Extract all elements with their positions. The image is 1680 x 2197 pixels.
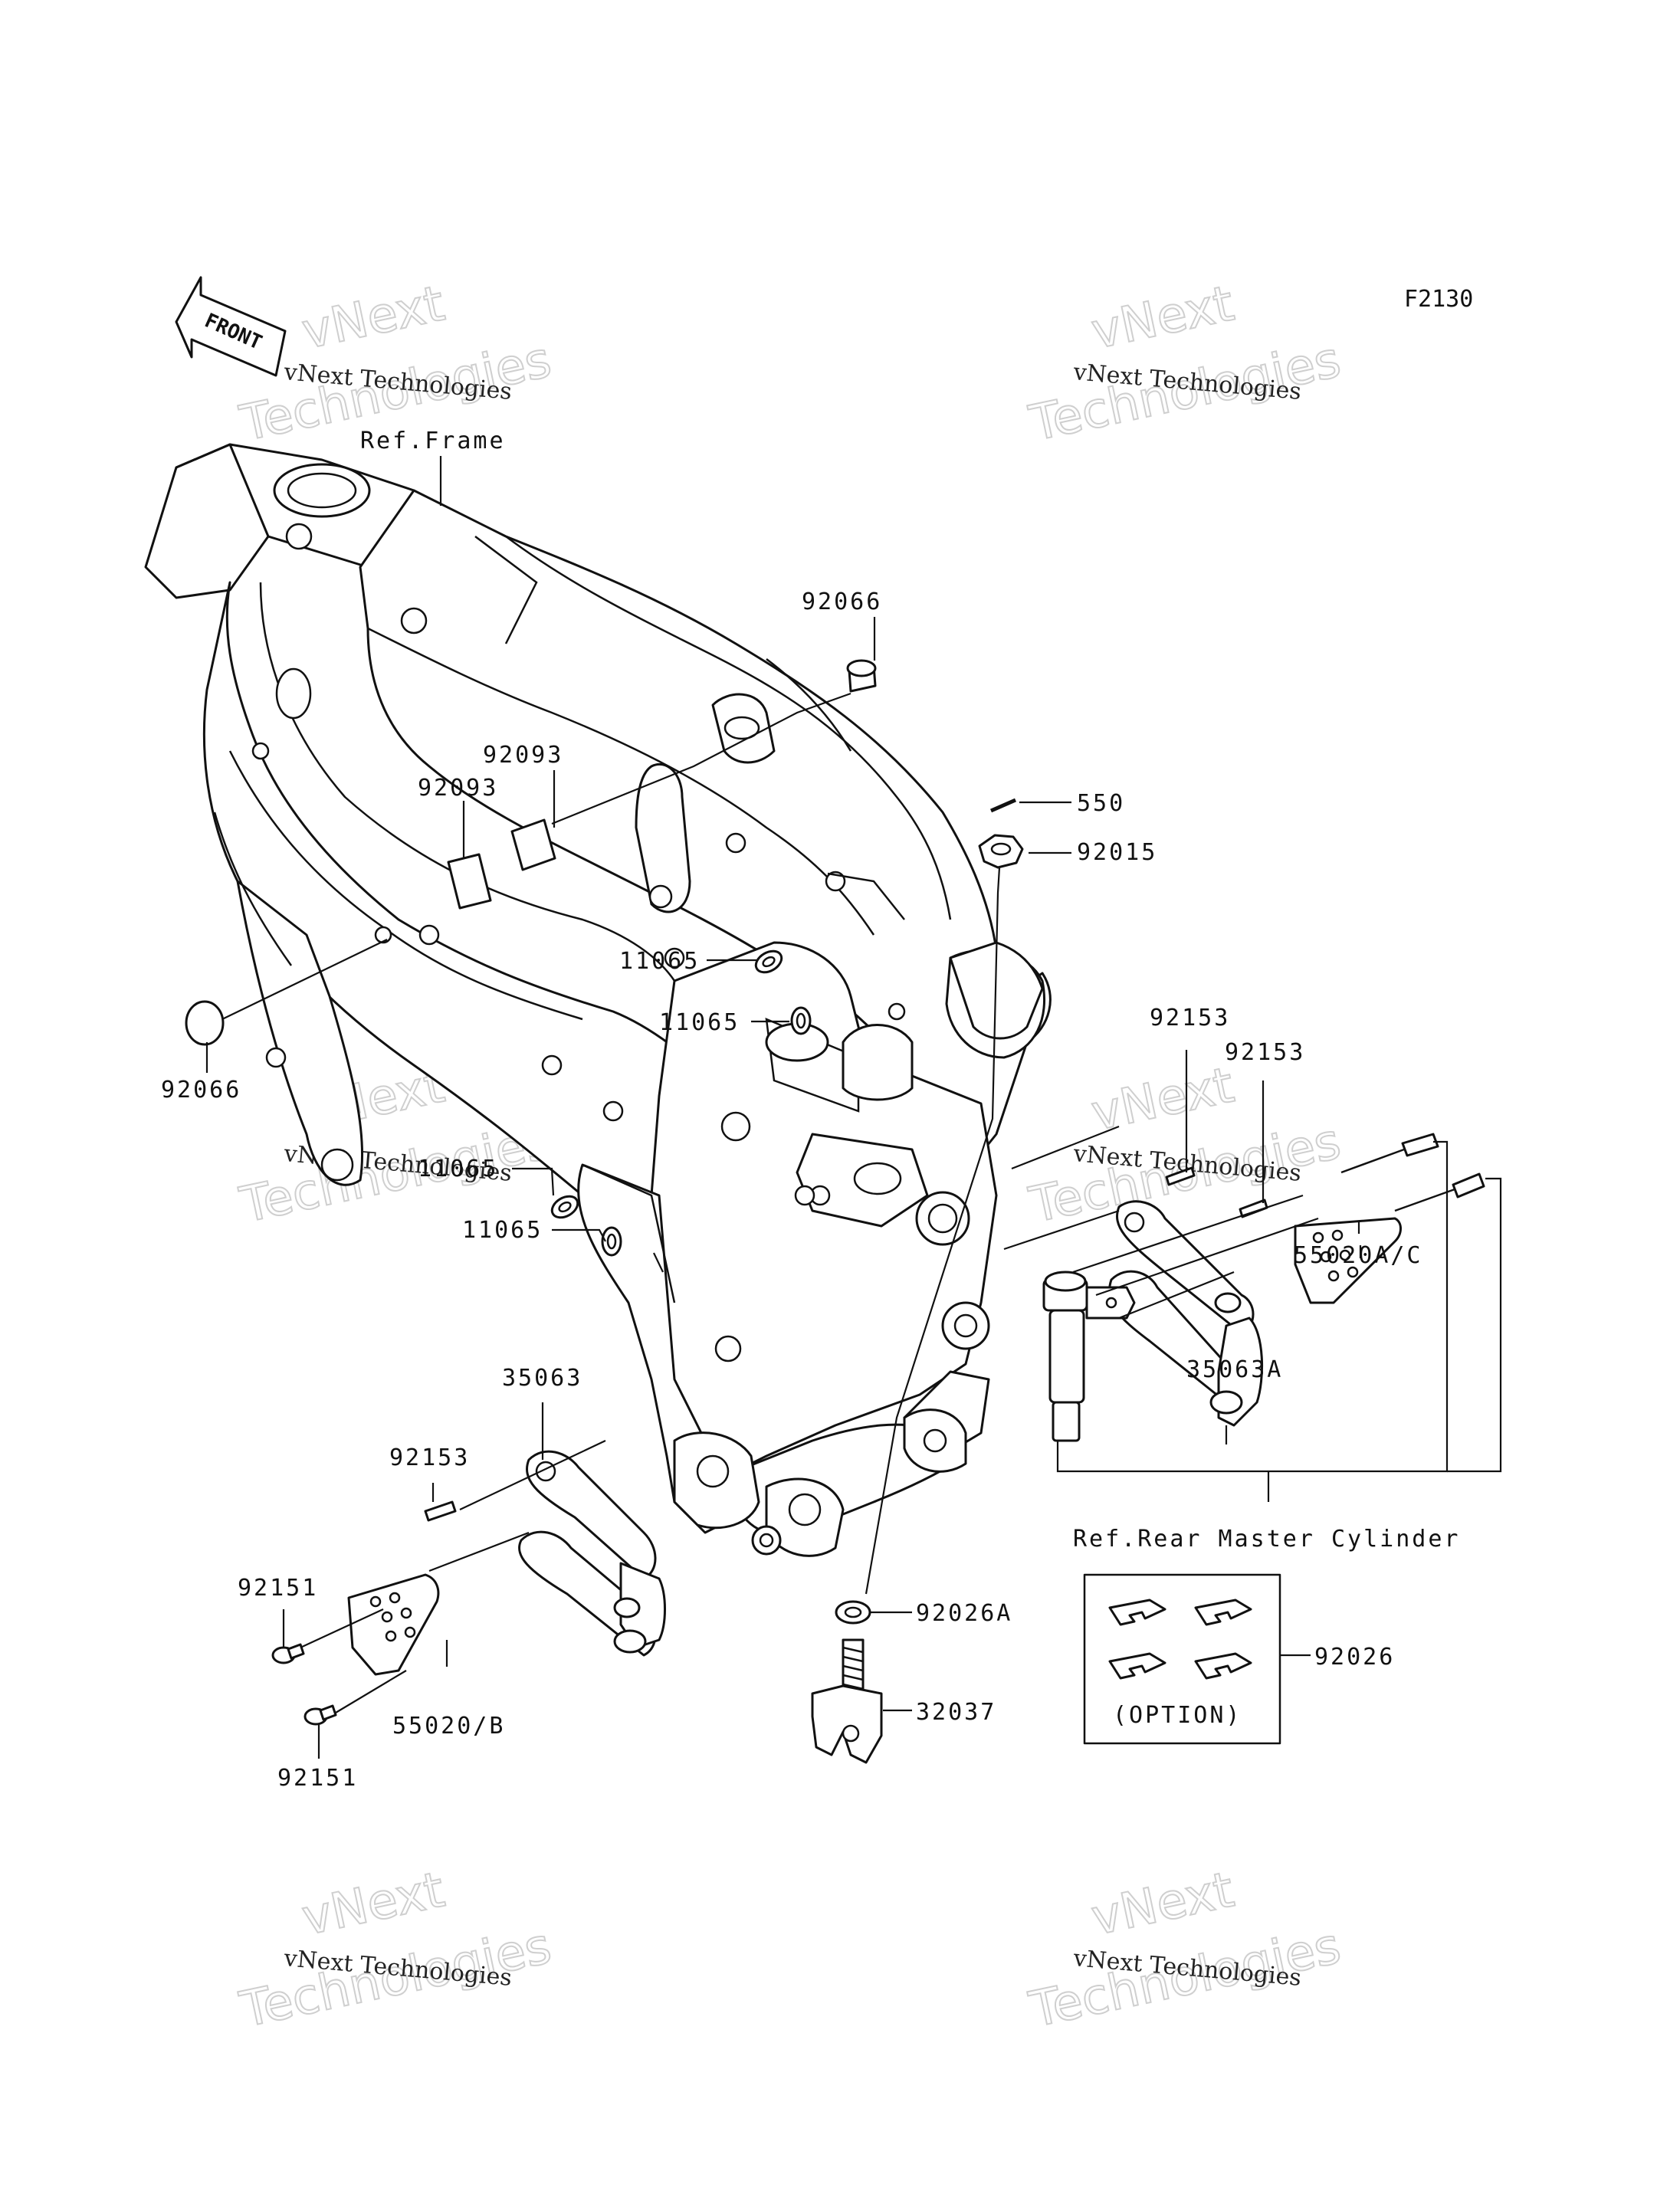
label-92093-upper: 92093 (483, 742, 563, 769)
label-92015: 92015 (1077, 839, 1157, 866)
label-92026: 92026 (1314, 1644, 1395, 1671)
watermark-bottom-left: vNext Technologies vNext Technologies (235, 1861, 557, 2039)
label-32037: 32037 (916, 1699, 996, 1726)
bolt-rear-master-b (1394, 1172, 1485, 1212)
nut-92015 (978, 834, 1024, 869)
label-11065-c: 11065 (418, 1156, 498, 1182)
cap-92066-top (846, 659, 877, 693)
label-92066-top: 92066 (802, 589, 882, 615)
motorcycle-frame (144, 443, 1052, 1557)
label-92153-right-b: 92153 (1225, 1039, 1305, 1066)
label-55020b: 55020/B (392, 1713, 505, 1740)
bolt-32037 (811, 1638, 883, 1764)
bolt-92151-upper (271, 1643, 305, 1664)
decal-92093-lower (447, 853, 492, 910)
decal-92093-upper (510, 818, 556, 871)
label-92066-left: 92066 (161, 1077, 241, 1103)
label-ref-rear-master-cylinder: Ref.Rear Master Cylinder (1073, 1526, 1460, 1553)
leader-lines (205, 456, 1502, 1759)
shim-set-92026 (1108, 1599, 1252, 1680)
front-arrow-icon: FRONT (175, 276, 287, 377)
svg-text:vNext: vNext (1087, 1861, 1239, 1946)
watermark-top-right: vNext Technologies vNext Technologies (1024, 274, 1347, 453)
label-35063: 35063 (502, 1365, 582, 1392)
label-option: (OPTION) (1113, 1702, 1242, 1729)
label-11065-b: 11065 (659, 1009, 740, 1036)
grommet-11065-d (601, 1226, 622, 1257)
label-92153-right-a: 92153 (1150, 1005, 1230, 1031)
label-550: 550 (1077, 790, 1125, 817)
watermark-bottom-right: vNext Technologies vNext Technologies (1024, 1861, 1347, 2039)
label-55020ac: 55020A/C (1294, 1242, 1423, 1269)
right-footrest-bracket-35063a (1107, 1200, 1263, 1427)
label-92151-upper: 92151 (238, 1575, 318, 1602)
label-11065-a: 11065 (619, 948, 700, 975)
figure-code: F2130 (1404, 286, 1473, 313)
label-92093-lower: 92093 (418, 775, 498, 802)
bolt-92153-left (424, 1500, 457, 1522)
grommet-11065-b (790, 1006, 812, 1035)
label-92026a: 92026A (916, 1600, 1012, 1627)
svg-text:vNext: vNext (297, 1861, 449, 1946)
watermark-mid-right: vNext Technologies vNext Technologies (1024, 1056, 1347, 1235)
pin-550 (989, 798, 1017, 813)
washer-92026a (835, 1600, 871, 1625)
grommet-11065-c (550, 1195, 579, 1219)
label-35063a: 35063A (1186, 1356, 1283, 1383)
watermark-top-left: vNext Technologies vNext Technologies (235, 274, 557, 453)
label-ref-frame: Ref.Frame (360, 428, 506, 454)
svg-text:vNext: vNext (297, 275, 449, 360)
rear-master-cylinder (1042, 1271, 1136, 1442)
label-92151-lower: 92151 (277, 1765, 358, 1792)
bolt-rear-master-a (1340, 1133, 1439, 1174)
left-footrest-bracket-35063 (518, 1450, 666, 1657)
label-92153-left: 92153 (389, 1444, 470, 1471)
grommet-11065-a (754, 949, 783, 974)
svg-text:vNext: vNext (1087, 275, 1239, 360)
label-11065-d: 11065 (462, 1217, 543, 1244)
bolt-92151-lower (304, 1704, 337, 1726)
left-footrest-plate-55020b (347, 1573, 440, 1676)
cap-92066-left (185, 1000, 225, 1046)
right-footrest-plate-55020ac (1294, 1217, 1402, 1304)
